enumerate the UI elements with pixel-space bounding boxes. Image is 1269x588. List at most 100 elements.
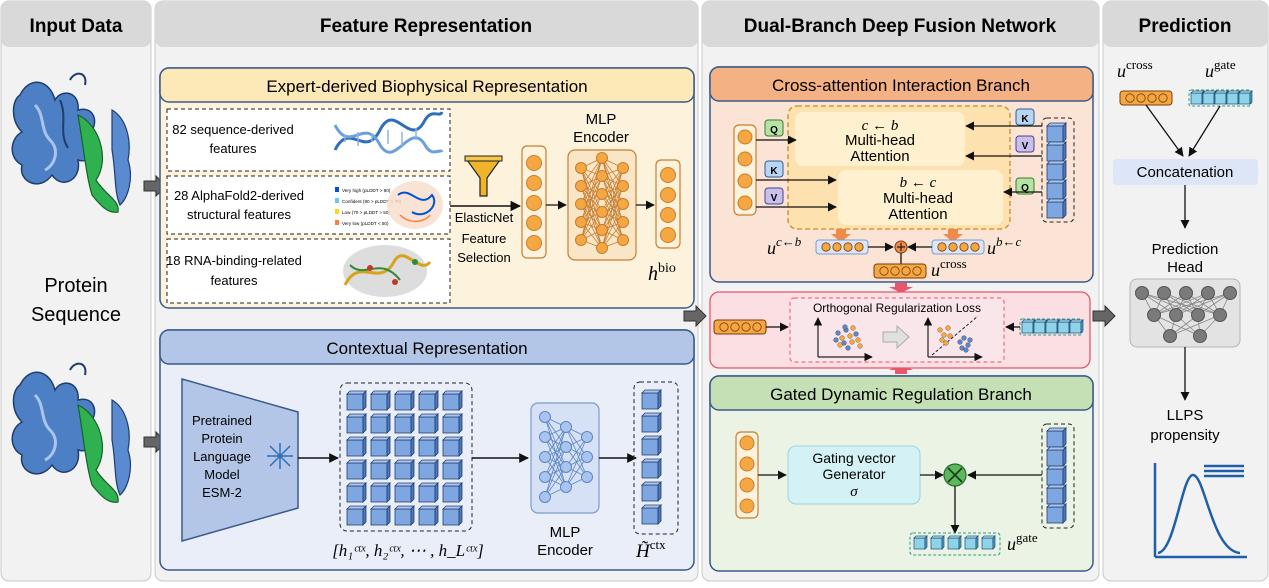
net-edge [544, 426, 567, 478]
embedding-cube [346, 436, 367, 457]
scatter-point [835, 330, 841, 336]
arrow-ugate-to-concat [1188, 105, 1221, 157]
embedding-cube [442, 413, 463, 434]
scatter-point [943, 340, 949, 346]
ortho-u-cross-nodes [719, 322, 762, 332]
scatter-point [965, 342, 971, 348]
net-node [1201, 286, 1215, 300]
scatter-point [837, 342, 843, 348]
embedding-cube [1046, 198, 1067, 219]
plm-trapezoid [181, 378, 299, 542]
embedding-cube [641, 435, 662, 456]
att2-line1: Multi-head [883, 190, 953, 207]
dna-helix-image [333, 111, 444, 154]
node [890, 266, 900, 276]
plddt-legend-3: Very low (pLDDT < 50) [342, 221, 389, 226]
cross-bio-input-nodes [737, 129, 753, 211]
att1-line1: Multi-head [845, 132, 915, 149]
net-node [539, 451, 551, 463]
down-arrow-right [943, 229, 963, 242]
net-node [560, 421, 572, 433]
net-edge [565, 456, 588, 488]
embedding-cube [394, 482, 415, 503]
plm-label-1: Protein [201, 431, 242, 446]
llps-line2: propensity [1150, 427, 1220, 444]
value-tag-2 [1015, 135, 1035, 153]
node [660, 167, 676, 183]
node [1147, 93, 1157, 103]
cross-ctx-input-cubes [1046, 122, 1067, 219]
embedding-cube [346, 390, 367, 411]
scatter-point [857, 343, 863, 349]
node [821, 242, 831, 252]
node [901, 266, 911, 276]
embedding-cube [1046, 503, 1067, 524]
context-mlp-label-0: MLP [550, 524, 581, 541]
attention-b-from-c [838, 170, 1003, 225]
cross-attention-title: Cross-attention Interaction Branch [772, 76, 1030, 95]
times-icon [947, 467, 963, 483]
token-sequence-label: [h₁ᶜᵗˣ, h₂ᶜᵗˣ, ⋯ , h_Lᶜᵗˣ] [332, 541, 484, 560]
net-node [575, 234, 587, 246]
orthogonal-loss-panel: Orthogonal Regularization Loss [709, 283, 1091, 374]
cross-attention-arrows [756, 121, 1042, 212]
embedding-cube [442, 390, 463, 411]
u-b-from-c-nodes [937, 242, 980, 252]
u-c-from-b-label: uc←b [767, 234, 802, 258]
gate-gen-line1: Gating vector [812, 450, 896, 466]
node [737, 195, 753, 211]
embedding-cube [370, 436, 391, 457]
gate-gen-line2: Generator [822, 466, 885, 482]
down-arrow-left [831, 229, 851, 242]
gate-cube [1021, 319, 1036, 334]
selected-feature-nodes [526, 155, 542, 251]
pink-arrow-down [889, 283, 913, 293]
net-node [1169, 308, 1183, 322]
pred-u-gate-cubes [1190, 90, 1253, 105]
net-edge [580, 193, 603, 241]
node [1136, 93, 1146, 103]
gate-cube [947, 535, 962, 550]
gate-cube [964, 535, 979, 550]
net-edge [580, 157, 603, 223]
net-node [575, 198, 587, 210]
expert-mlp-network [575, 152, 629, 254]
embedding-cube [1046, 484, 1067, 505]
plddt-legend-1: Confident (90 > pLDDT > 70) [342, 199, 402, 204]
gate-cube [1057, 319, 1072, 334]
u-gate-label: ugate [1007, 530, 1038, 554]
plddt-legend: Very high (pLDDT > 90) Confident (90 > p… [335, 187, 402, 226]
gate-cube [981, 535, 996, 550]
embedding-cube [370, 413, 391, 434]
net-edge [1153, 292, 1231, 316]
gate-cube [1214, 90, 1229, 105]
net-node [596, 224, 608, 236]
scatter-point [937, 327, 943, 333]
net-edge [580, 157, 603, 205]
net-node [539, 431, 551, 443]
embedding-cube [1046, 141, 1067, 162]
concatenation-label: Concatenation [1137, 164, 1234, 181]
node [970, 242, 980, 252]
net-node [581, 431, 593, 443]
net-edge [565, 436, 588, 488]
embedding-cube [418, 390, 439, 411]
cross-attention-panel: Cross-attention Interaction Branch c ← b… [709, 66, 1094, 283]
column-title-prediction: Prediction [1139, 16, 1232, 37]
att2-line2: Attention [888, 206, 947, 223]
value-tag-1-label: V [771, 193, 778, 204]
orthogonal-loss-title: Orthogonal Regularization Loss [813, 301, 981, 315]
att2-subtitle: b ← c [900, 175, 937, 191]
node [737, 129, 753, 145]
embedding-cube [394, 413, 415, 434]
node [526, 195, 542, 211]
scatter-before-points [833, 324, 863, 351]
att1-line2: Attention [850, 148, 909, 165]
net-node [596, 152, 608, 164]
plus-icon [897, 243, 905, 251]
embedding-cube [442, 482, 463, 503]
hbio-vector [655, 159, 681, 249]
net-node [617, 180, 629, 192]
elasticnet-label-2: Selection [457, 250, 510, 265]
